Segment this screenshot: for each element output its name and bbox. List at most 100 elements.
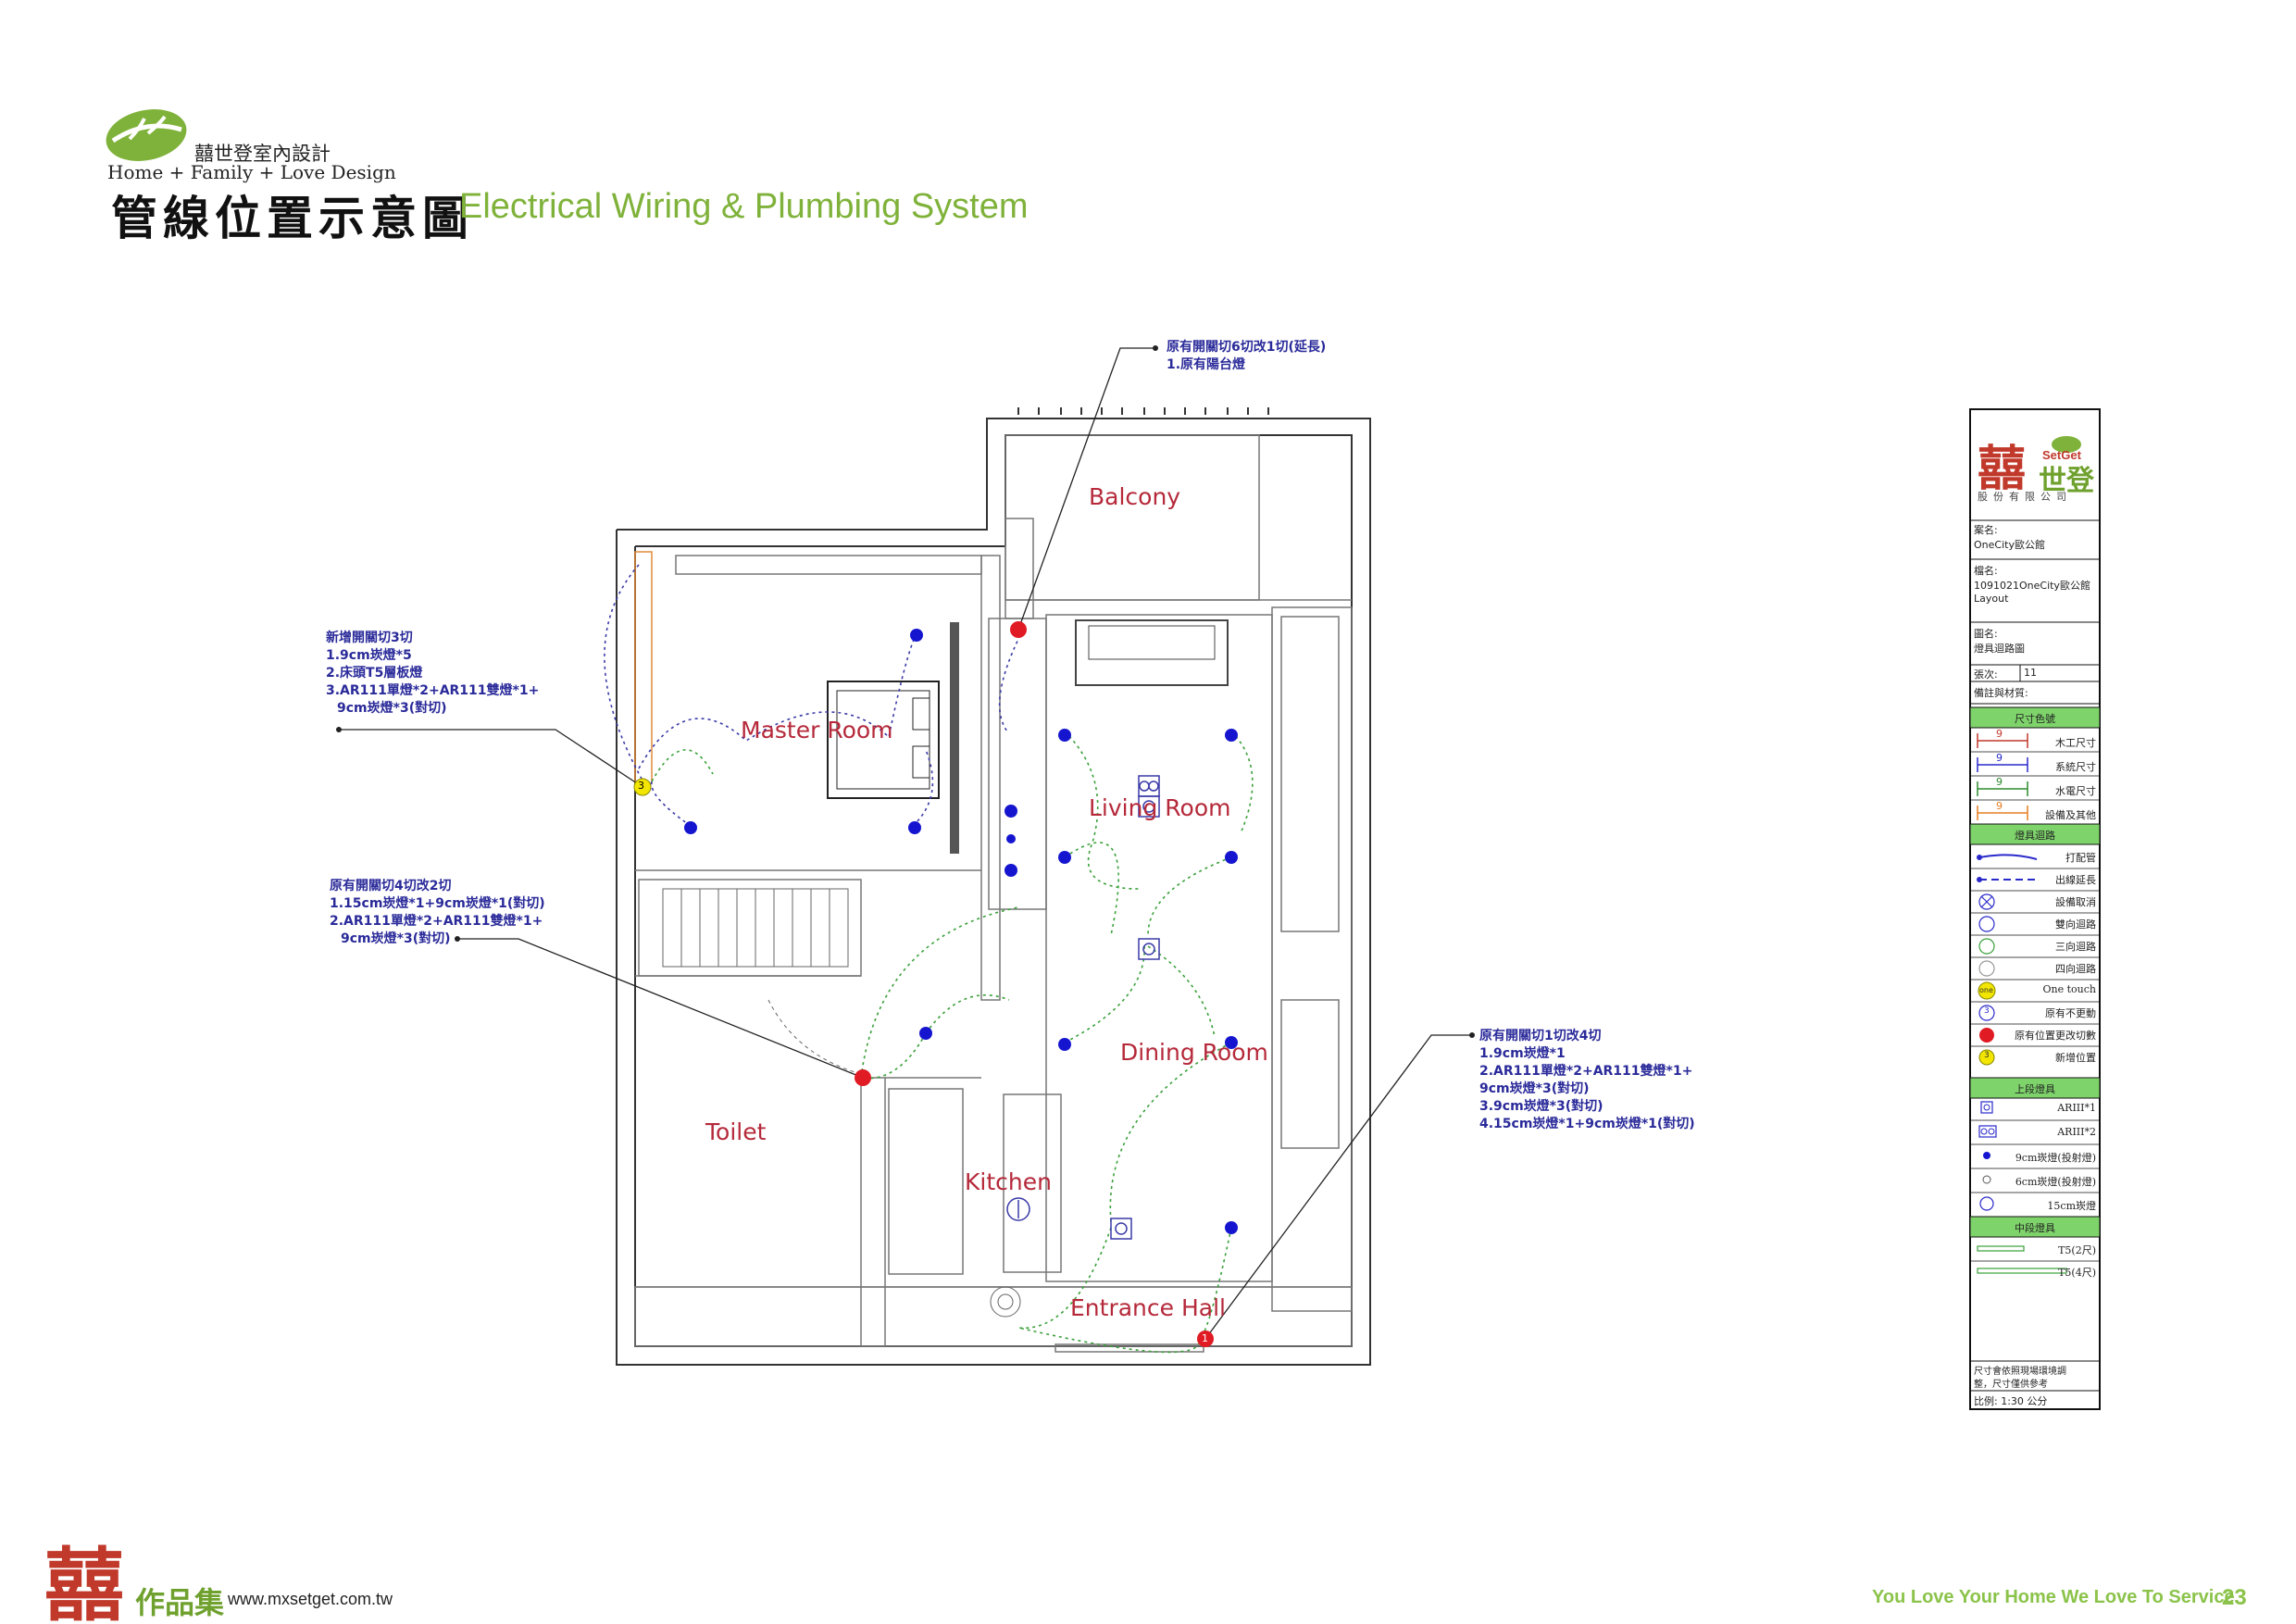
annotation-master: 新增開關切3切 1.9cm崁燈*5 2.床頭T5層板燈 3.AR111單燈*2+… bbox=[326, 630, 539, 718]
svg-text:囍: 囍 bbox=[44, 1540, 124, 1624]
case-label: 案名: bbox=[1974, 524, 1998, 536]
switch-marker-entrance-number: 1 bbox=[1202, 1332, 1208, 1344]
annotation-line: 9cm崁燈*3(對切) bbox=[341, 931, 451, 946]
legend-circuit-item: 雙向迴路 bbox=[2055, 918, 2096, 931]
master-bed bbox=[827, 681, 940, 799]
keep-badge: 3 bbox=[1984, 1006, 1990, 1016]
room-label-dining: Dining Room bbox=[1120, 1039, 1268, 1066]
annotation-line: 9cm崁燈*3(對切) bbox=[337, 701, 447, 716]
annotation-leaders bbox=[339, 347, 1472, 1340]
annotation-line: 原有開關切4切改2切 bbox=[330, 879, 452, 893]
mid-fixture-legend-icons bbox=[1977, 1245, 2067, 1274]
annotation-line: 1.9cm崁燈*1 bbox=[1479, 1046, 1566, 1061]
file-value-2: Layout bbox=[1974, 593, 2009, 605]
room-label-kitchen: Kitchen bbox=[965, 1168, 1052, 1195]
file-label: 檔名: bbox=[1974, 565, 1998, 577]
room-label-living: Living Room bbox=[1089, 794, 1231, 821]
annotation-line: 原有開關切1切改4切 bbox=[1479, 1029, 1602, 1043]
legend-circuit-item: 原有不更動 bbox=[2045, 1007, 2096, 1019]
legend-upper-item: 15cm崁燈 bbox=[2047, 1200, 2096, 1212]
title-block-frame bbox=[1969, 408, 2101, 1410]
room-label-entrance: Entrance Hall bbox=[1070, 1294, 1226, 1321]
annotation-entrance: 原有開關切1切改4切 1.9cm崁燈*1 2.AR111單燈*2+AR111雙燈… bbox=[1479, 1028, 1695, 1133]
legend-circuit-item: 三向迴路 bbox=[2055, 941, 2096, 953]
room-label-master: Master Room bbox=[741, 717, 893, 743]
annotation-line: 2.床頭T5層板燈 bbox=[326, 666, 423, 681]
title-block-scale: 比例: 1:30 公分 bbox=[1974, 1395, 2048, 1407]
legend-mid-item: T5(2尺) bbox=[2058, 1244, 2096, 1256]
dim-number: 9 bbox=[1996, 776, 2003, 788]
upper-fixture-legend-icons bbox=[1978, 1101, 1997, 1211]
legend-headers bbox=[1969, 706, 2101, 1238]
legend-mid-item: T5(4尺) bbox=[2058, 1267, 2096, 1279]
annotation-balcony: 原有開關切6切改1切(延長) 1.原有陽台燈 bbox=[1167, 339, 1326, 374]
circuit-wiring-green bbox=[651, 731, 1254, 1354]
annotation-line: 2.AR111單燈*2+AR111雙燈*1+ bbox=[330, 914, 543, 929]
legend-circuit-item: One touch bbox=[2042, 983, 2096, 995]
legend-header-upper: 上段燈具 bbox=[2015, 1083, 2055, 1095]
sheet-label: 張次: bbox=[1974, 668, 1998, 681]
downlights-9cm bbox=[684, 629, 1238, 1234]
sheet-value: 11 bbox=[2024, 667, 2037, 679]
legend-row-rules bbox=[1970, 751, 2100, 1262]
legend-header-circuits: 燈具迴路 bbox=[2015, 830, 2055, 842]
title-block-logo-icon: 囍 bbox=[1978, 436, 2081, 497]
case-value: OneCity歐公館 bbox=[1974, 539, 2045, 551]
title-block-note-1: 尺寸會依照現場環境調 bbox=[1974, 1367, 2066, 1377]
drawing-label: 圖名: bbox=[1974, 628, 1998, 640]
new-position-badge: 3 bbox=[1984, 1051, 1990, 1060]
page-title-en: Electrical Wiring & Plumbing System bbox=[459, 187, 1029, 226]
footer-slogan: You Love Your Home We Love To Service bbox=[1872, 1587, 2235, 1607]
legend-circuit-item: 原有位置更改切數 bbox=[2015, 1030, 2096, 1042]
legend-circuit-item: 四向迴路 bbox=[2055, 963, 2096, 975]
dim-number: 9 bbox=[1996, 752, 2003, 764]
legend-upper-item: ARIII*1 bbox=[2057, 1102, 2096, 1114]
annotation-line: 原有開關切6切改1切(延長) bbox=[1167, 340, 1327, 355]
wardrobe bbox=[634, 551, 959, 854]
file-value-1: 1091021OneCity歐公館 bbox=[1974, 580, 2090, 592]
circuit-legend-icons bbox=[1977, 854, 2038, 1066]
dim-number: 9 bbox=[1996, 800, 2003, 812]
toilet-fixtures bbox=[662, 888, 1021, 1318]
dimension-arrow-icons bbox=[1977, 733, 2028, 820]
annotation-line: 1.9cm崁燈*5 bbox=[326, 648, 412, 663]
legend-circuit-item: 設備取消 bbox=[2055, 896, 2096, 908]
balcony-rail bbox=[1017, 407, 1269, 415]
legend-circuit-item: 新增位置 bbox=[2055, 1052, 2096, 1064]
page-number: 23 bbox=[2222, 1585, 2247, 1610]
legend-upper-item: 9cm崁燈(投射燈) bbox=[2015, 1152, 2096, 1164]
annotation-line: 3.9cm崁燈*3(對切) bbox=[1479, 1099, 1603, 1114]
title-block-note-2: 整，尺寸僅供參考 bbox=[1974, 1380, 2048, 1390]
circuit-wiring-blue bbox=[604, 564, 1021, 827]
dim-number: 9 bbox=[1996, 728, 2003, 740]
annotation-line: 2.AR111單燈*2+AR111雙燈*1+ bbox=[1479, 1064, 1693, 1079]
legend-header-dimensions: 尺寸色號 bbox=[2015, 713, 2055, 725]
legend-circuit-item: 出線延長 bbox=[2055, 874, 2096, 886]
annotation-line: 4.15cm崁燈*1+9cm崁燈*1(對切) bbox=[1479, 1117, 1695, 1131]
annotation-line: 1.原有陽台燈 bbox=[1167, 357, 1246, 372]
drawing-value: 燈具迴路圖 bbox=[1974, 643, 2025, 655]
switch-marker-new-number: 3 bbox=[638, 780, 644, 792]
living-tv-cabinet bbox=[1075, 619, 1229, 686]
brand-tagline: Home + Family + Love Design bbox=[107, 161, 396, 183]
title-block-rules bbox=[1970, 519, 2100, 1392]
footer-portfolio-label: 作品集 bbox=[135, 1585, 225, 1620]
one-touch-badge: one bbox=[1979, 986, 1993, 994]
legend-dim-carpentry: 木工尺寸 bbox=[2055, 737, 2096, 749]
title-block-company: 股份有限公司 bbox=[1978, 491, 2072, 503]
title-block-logo-cn: 世登 bbox=[2039, 465, 2094, 497]
legend-dim-system: 系統尺寸 bbox=[2055, 761, 2096, 773]
leaf-logo-icon bbox=[106, 109, 187, 161]
remark-label: 備註與材質: bbox=[1974, 687, 2028, 699]
annotation-toilet: 原有開關切4切改2切 1.15cm崁燈*1+9cm崁燈*1(對切) 2.AR11… bbox=[330, 878, 545, 948]
switch-markers bbox=[633, 621, 1214, 1347]
annotation-line: 3.AR111單燈*2+AR111雙燈*1+ bbox=[326, 683, 540, 698]
title-block-logo-en: SetGet bbox=[2042, 448, 2081, 462]
legend-dim-mep: 水電尺寸 bbox=[2055, 785, 2096, 797]
legend-circuit-item: 打配管 bbox=[2065, 852, 2096, 864]
annotation-line: 新增開關切3切 bbox=[326, 631, 413, 645]
room-label-balcony: Balcony bbox=[1089, 483, 1181, 510]
legend-dim-equipment: 設備及其他 bbox=[2045, 809, 2096, 821]
page-title-cn: 管線位置示意圖 bbox=[111, 191, 474, 245]
